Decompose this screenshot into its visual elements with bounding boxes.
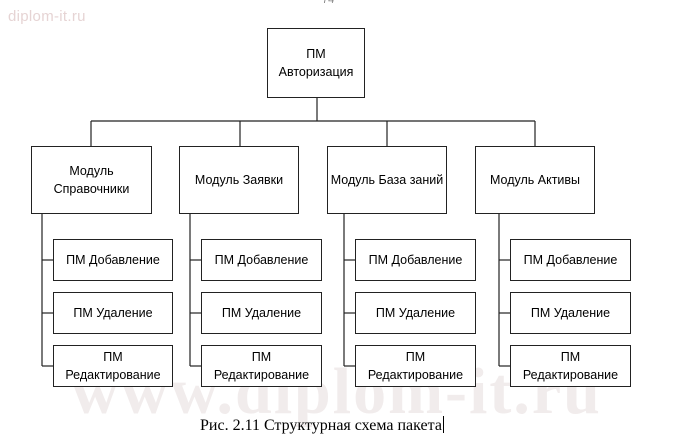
module-node-knowledge-base: Модуль База заний	[327, 146, 447, 214]
module-node-label: Модуль Заявки	[194, 173, 284, 187]
submodule-delete: ПМ Удаление	[355, 292, 476, 334]
submodule-add: ПМ Добавление	[201, 239, 322, 281]
submodule-label: ПМ Удаление	[221, 306, 302, 320]
submodule-add: ПМ Добавление	[53, 239, 173, 281]
submodule-label: ПМ Удаление	[530, 306, 611, 320]
submodule-label: ПМ Редактирование	[65, 350, 161, 382]
module-node-assets: Модуль Активы	[475, 146, 595, 214]
watermark-site: diplom-it.ru	[8, 8, 86, 25]
submodule-label: ПМ Добавление	[368, 253, 463, 267]
submodule-edit: ПМ Редактирование	[355, 345, 476, 387]
submodule-add: ПМ Добавление	[355, 239, 476, 281]
module-node-reference: Модуль Справочники	[31, 146, 152, 214]
module-node-label: Модуль Активы	[489, 173, 581, 187]
submodule-edit: ПМ Редактирование	[201, 345, 322, 387]
submodule-label: ПМ Редактирование	[213, 350, 310, 382]
submodule-label: ПМ Редактирование	[522, 350, 619, 382]
module-node-label: Модуль База заний	[330, 173, 444, 187]
submodule-delete: ПМ Удаление	[510, 292, 631, 334]
submodule-label: ПМ Добавление	[66, 253, 160, 267]
root-node-line2: Авторизация	[278, 65, 354, 79]
text-cursor	[442, 416, 444, 433]
root-node-line1: ПМ	[306, 47, 326, 61]
submodule-delete: ПМ Удаление	[53, 292, 173, 334]
module-node-label: Модуль Справочники	[53, 164, 130, 196]
submodule-delete: ПМ Удаление	[201, 292, 322, 334]
submodule-edit: ПМ Редактирование	[53, 345, 173, 387]
submodule-label: ПМ Редактирование	[367, 350, 464, 382]
submodule-label: ПМ Удаление	[73, 306, 153, 320]
submodule-edit: ПМ Редактирование	[510, 345, 631, 387]
submodule-add: ПМ Добавление	[510, 239, 631, 281]
submodule-label: ПМ Добавление	[214, 253, 309, 267]
module-node-requests: Модуль Заявки	[179, 146, 299, 214]
root-node-auth: ПМ Авторизация	[267, 28, 365, 98]
figure-caption-text: Рис. 2.11 Структурная схема пакета	[200, 417, 442, 434]
page-number: 74	[322, 0, 335, 6]
figure-caption: Рис. 2.11 Структурная схема пакета	[200, 416, 444, 435]
submodule-label: ПМ Добавление	[523, 253, 618, 267]
submodule-label: ПМ Удаление	[375, 306, 456, 320]
